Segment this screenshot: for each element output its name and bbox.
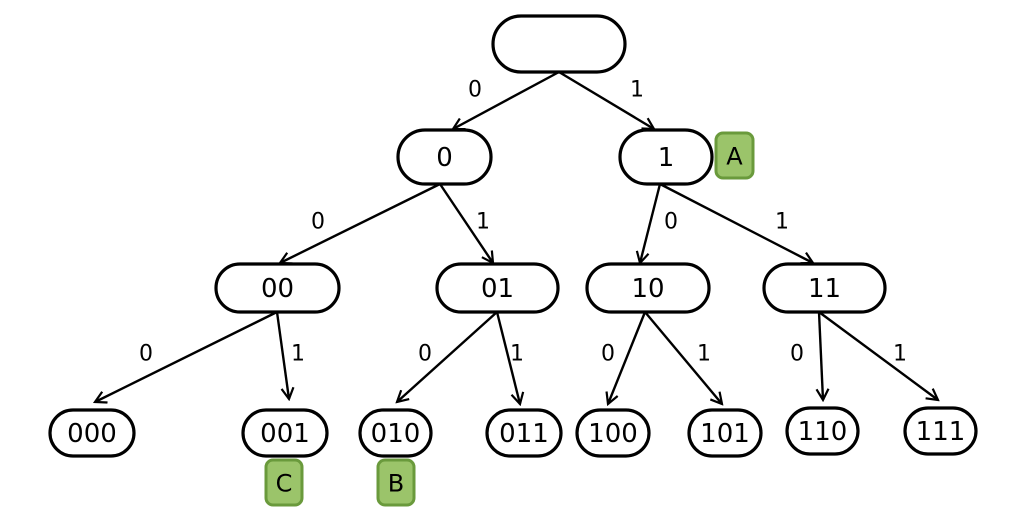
node-box bbox=[358, 408, 433, 458]
trie-node-111: 111 bbox=[903, 406, 978, 456]
node-box bbox=[241, 408, 329, 458]
node-box bbox=[435, 262, 560, 314]
node-label: 1 bbox=[658, 143, 675, 173]
badge-label: B bbox=[388, 470, 404, 498]
edge-arrow-root-n1 bbox=[558, 70, 654, 129]
edge-label: 1 bbox=[291, 342, 305, 367]
node-label: 00 bbox=[261, 274, 294, 304]
trie-node-11: 11 bbox=[762, 262, 887, 314]
trie-node-110: 110 bbox=[785, 406, 860, 456]
badge-box bbox=[376, 458, 416, 507]
trie-node-10: 10 bbox=[585, 262, 711, 314]
node-box bbox=[575, 408, 651, 458]
trie-node-01: 01 bbox=[435, 262, 560, 314]
edge-arrow-n01-n010 bbox=[397, 311, 498, 402]
badge-c: C bbox=[264, 458, 304, 507]
edge-label: 1 bbox=[476, 210, 490, 235]
trie-node-0: 0 bbox=[396, 128, 493, 186]
trie-node-00: 00 bbox=[214, 262, 341, 314]
trie-node-011: 011 bbox=[485, 408, 563, 458]
edge-arrow-n0-n00 bbox=[280, 182, 441, 263]
trie-node-010: 010 bbox=[358, 408, 433, 458]
node-label: 010 bbox=[371, 419, 421, 449]
edge-arrow-n1-n10 bbox=[640, 183, 662, 263]
edge-arrow-n10-n100 bbox=[608, 311, 647, 404]
trie-node-root bbox=[491, 14, 627, 74]
edge-arrow-n1-n11 bbox=[659, 182, 813, 263]
edge-label: 0 bbox=[468, 78, 482, 103]
node-box bbox=[214, 262, 341, 314]
node-label: 000 bbox=[67, 419, 117, 449]
trie-node-101: 101 bbox=[687, 408, 763, 458]
node-label: 101 bbox=[700, 419, 750, 449]
node-label: 100 bbox=[588, 419, 638, 449]
badge-label: C bbox=[276, 470, 293, 498]
node-box bbox=[687, 408, 763, 458]
edge-label: 1 bbox=[630, 78, 644, 103]
node-label: 111 bbox=[916, 417, 966, 447]
node-label: 11 bbox=[808, 274, 841, 304]
edge-label: 0 bbox=[664, 210, 678, 235]
trie-node-000: 000 bbox=[48, 408, 136, 458]
trie-node-1: 1 bbox=[618, 128, 714, 186]
node-box bbox=[762, 262, 887, 314]
edge-arrow-n00-n000 bbox=[95, 310, 278, 402]
edge-arrow-root-n0 bbox=[453, 70, 560, 129]
edge-arrow-n0-n01 bbox=[439, 183, 493, 263]
badge-box bbox=[264, 458, 304, 507]
edge-label: 1 bbox=[510, 342, 524, 367]
edge-label: 0 bbox=[418, 342, 432, 367]
badge-label: A bbox=[726, 143, 743, 171]
trie-node-001: 001 bbox=[241, 408, 329, 458]
edge-label: 1 bbox=[697, 342, 711, 367]
node-box bbox=[585, 262, 711, 314]
node-label: 011 bbox=[499, 419, 549, 449]
node-box bbox=[48, 408, 136, 458]
edge-arrow-n00-n001 bbox=[275, 311, 289, 399]
edge-label: 1 bbox=[775, 210, 789, 235]
node-box bbox=[903, 406, 978, 456]
badge-a: A bbox=[714, 131, 755, 180]
edge-label: 0 bbox=[311, 210, 325, 235]
node-box bbox=[618, 128, 714, 186]
edge-label: 0 bbox=[790, 342, 804, 367]
edge-label: 0 bbox=[139, 342, 153, 367]
edge-arrow-n11-n111 bbox=[818, 311, 938, 400]
edge-arrow-n11-n110 bbox=[819, 311, 823, 400]
node-label: 110 bbox=[798, 417, 848, 447]
node-box bbox=[396, 128, 493, 186]
badge-box bbox=[714, 131, 755, 180]
badge-b: B bbox=[376, 458, 416, 507]
node-label: 10 bbox=[631, 274, 664, 304]
node-box bbox=[491, 14, 627, 74]
node-label: 001 bbox=[260, 419, 310, 449]
edge-label: 1 bbox=[893, 342, 907, 367]
node-label: 0 bbox=[436, 143, 453, 173]
edge-label: 0 bbox=[601, 342, 615, 367]
node-box bbox=[785, 406, 860, 456]
node-label: 01 bbox=[481, 274, 514, 304]
badges: A B C bbox=[264, 131, 755, 507]
edge-arrow-n01-n011 bbox=[495, 311, 520, 404]
edge-arrow-n10-n101 bbox=[644, 311, 722, 404]
trie-node-100: 100 bbox=[575, 408, 651, 458]
node-box bbox=[485, 408, 563, 458]
